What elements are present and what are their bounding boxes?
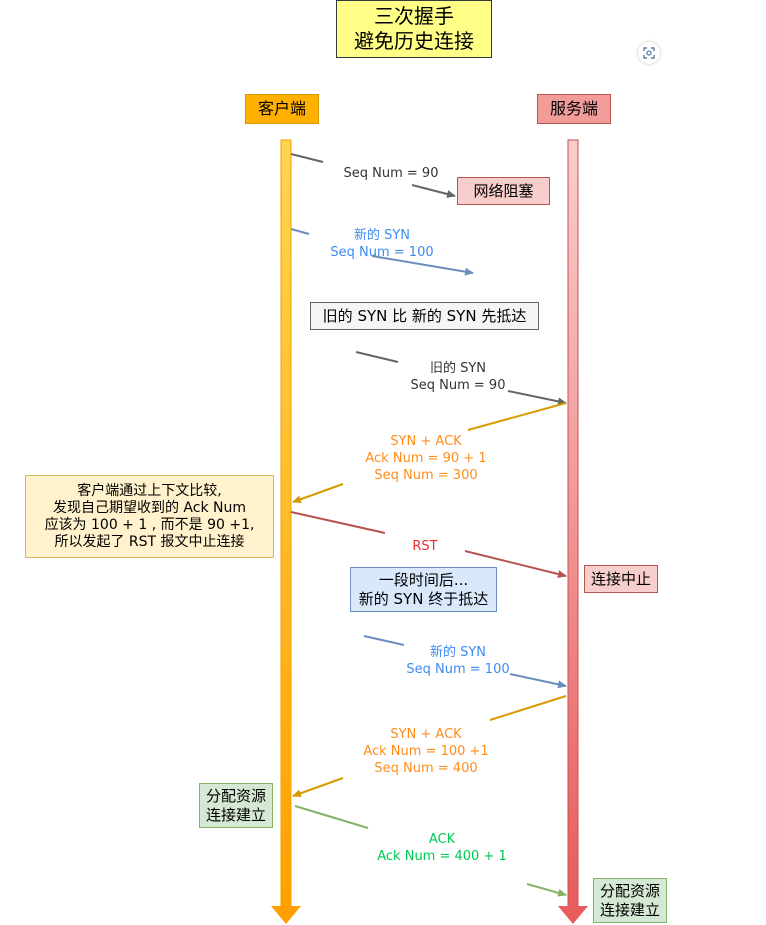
server-alloc-badge: 分配资源 连接建立: [593, 878, 667, 923]
old-syn-blocked-arrow: [290, 153, 456, 198]
synack-new-label: SYN + ACK Ack Num = 100 +1 Seq Num = 400: [363, 727, 489, 776]
synack-new-arrow: [292, 695, 567, 798]
later-note: 一段时间后... 新的 SYN 终于抵达: [350, 567, 497, 612]
rst-label: RST: [412, 539, 438, 554]
title-line-1: 三次握手: [374, 4, 454, 28]
client-lifeline: [271, 139, 301, 924]
client-note: 客户端通过上下文比较, 发现自己期望收到的 Ack Num 应该为 100 + …: [25, 475, 274, 558]
new-syn-delayed-arrow: [290, 228, 474, 276]
client-alloc-badge: 分配资源 连接建立: [199, 783, 273, 828]
old-syn-arrow: [355, 351, 567, 406]
diagram-title: 三次握手 避免历史连接: [336, 0, 492, 58]
server-lifeline: [558, 139, 588, 924]
old-first-note: 旧的 SYN 比 新的 SYN 先抵达: [310, 302, 539, 330]
rst-arrow: [290, 511, 567, 578]
new-syn-label: 新的 SYN Seq Num = 100: [406, 645, 510, 677]
new-syn-first-label: 新的 SYN Seq Num = 100: [330, 228, 434, 260]
client-header: 客户端: [245, 94, 319, 124]
old-syn-label: 旧的 SYN Seq Num = 90: [410, 361, 506, 393]
old-syn-blocked-label: Seq Num = 90: [343, 166, 439, 181]
conn-abort-badge: 连接中止: [584, 565, 658, 593]
network-block-badge: 网络阻塞: [457, 177, 550, 205]
server-header: 服务端: [537, 94, 611, 124]
scan-icon-button[interactable]: [638, 42, 660, 64]
ack-arrow: [294, 805, 567, 897]
title-line-2: 避免历史连接: [354, 29, 474, 53]
new-syn-arrow: [363, 635, 567, 689]
scan-icon: [643, 47, 655, 59]
synack-old-arrow: [292, 402, 567, 504]
synack-old-label: SYN + ACK Ack Num = 90 + 1 Seq Num = 300: [365, 434, 487, 483]
ack-label: ACK Ack Num = 400 + 1: [377, 832, 507, 864]
